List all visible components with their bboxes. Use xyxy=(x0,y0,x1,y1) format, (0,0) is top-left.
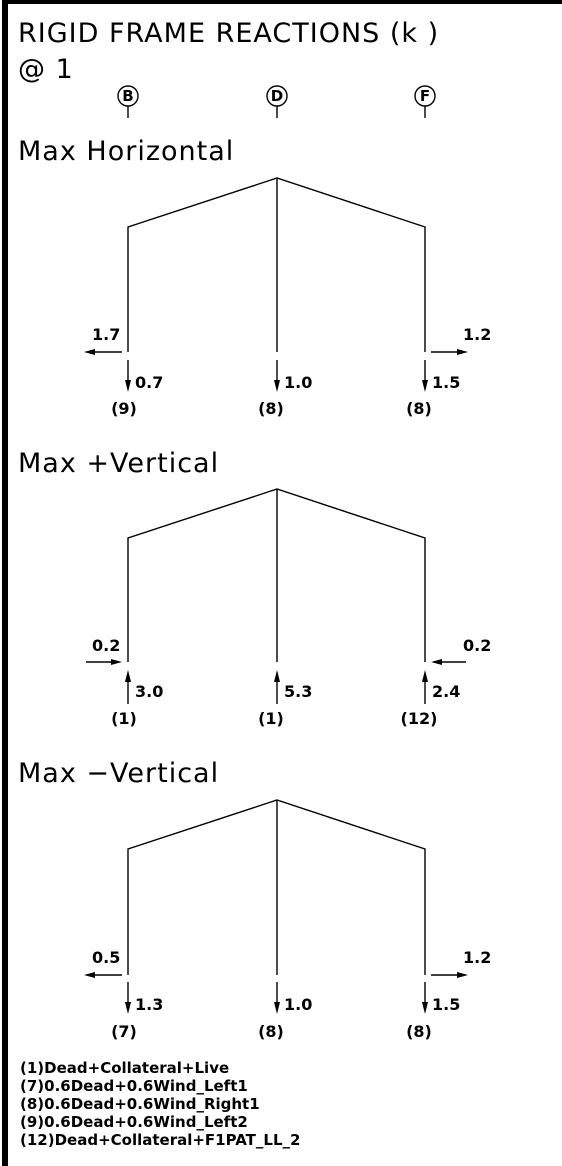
right-vertical-value: 1.5 xyxy=(432,373,460,392)
left-vertical-value: 3.0 xyxy=(135,682,163,701)
section-heading: Max +Vertical xyxy=(18,448,219,479)
right-load-combo: (12) xyxy=(401,709,438,728)
center-vertical-value: 1.0 xyxy=(284,373,312,392)
section-max-positive-vertical: Max +Vertical 0.2 3.0 (1) 5.3 (1) 0.2 2.… xyxy=(18,448,491,728)
grid-bubble-d: D xyxy=(266,85,288,118)
title-line-1: RIGID FRAME REACTIONS (k ) xyxy=(18,18,439,49)
left-horizontal-arrowhead xyxy=(111,659,122,665)
title-line-2: @ 1 xyxy=(18,54,74,85)
right-vertical-arrowhead xyxy=(422,380,428,392)
right-horizontal-value: 1.2 xyxy=(463,948,491,967)
right-vertical-value: 2.4 xyxy=(432,682,460,701)
left-horizontal-arrowhead xyxy=(84,972,95,978)
center-vertical-arrowhead xyxy=(274,1002,280,1014)
grid-label-b: B xyxy=(122,87,133,105)
left-horizontal-value: 0.2 xyxy=(92,636,120,655)
right-horizontal-arrowhead xyxy=(457,972,468,978)
section-heading: Max Horizontal xyxy=(18,136,234,167)
right-vertical-arrowhead xyxy=(422,1002,428,1014)
center-vertical-value: 5.3 xyxy=(284,682,312,701)
center-vertical-value: 1.0 xyxy=(284,995,312,1014)
left-vertical-value: 0.7 xyxy=(135,373,163,392)
left-load-combo: (7) xyxy=(111,1022,137,1041)
left-horizontal-arrowhead xyxy=(84,349,95,355)
left-load-combo: (9) xyxy=(111,399,137,418)
section-max-horizontal: Max Horizontal 1.7 0.7 (9) 1.0 (8) 1.2 1… xyxy=(18,136,491,418)
right-vertical-arrowhead xyxy=(422,670,428,682)
center-vertical-arrowhead xyxy=(274,670,280,682)
grid-bubble-f: F xyxy=(414,85,436,118)
right-load-combo: (8) xyxy=(406,399,432,418)
right-horizontal-value: 1.2 xyxy=(463,325,491,344)
section-max-negative-vertical: Max −Vertical 0.5 1.3 (7) 1.0 (8) 1.2 1.… xyxy=(18,758,491,1041)
center-load-combo: (8) xyxy=(258,1022,284,1041)
legend-item: (9)0.6Dead+0.6Wind_Left2 xyxy=(20,1113,248,1131)
right-horizontal-value: 0.2 xyxy=(463,636,491,655)
left-horizontal-value: 0.5 xyxy=(92,948,120,967)
grid-label-f: F xyxy=(420,87,430,105)
left-vertical-arrowhead xyxy=(125,1002,131,1014)
right-load-combo: (8) xyxy=(406,1022,432,1041)
legend-item: (8)0.6Dead+0.6Wind_Right1 xyxy=(20,1095,260,1113)
left-vertical-arrowhead xyxy=(125,380,131,392)
left-horizontal-value: 1.7 xyxy=(92,325,120,344)
right-vertical-value: 1.5 xyxy=(432,995,460,1014)
legend-item: (12)Dead+Collateral+F1PAT_LL_2 xyxy=(20,1131,300,1149)
section-heading: Max −Vertical xyxy=(18,758,219,789)
load-combination-legend: (1)Dead+Collateral+Live (7)0.6Dead+0.6Wi… xyxy=(20,1059,300,1149)
right-horizontal-arrowhead xyxy=(431,659,442,665)
legend-item: (1)Dead+Collateral+Live xyxy=(20,1059,229,1077)
grid-label-d: D xyxy=(271,87,283,105)
legend-item: (7)0.6Dead+0.6Wind_Left1 xyxy=(20,1077,248,1095)
center-vertical-arrowhead xyxy=(274,380,280,392)
left-vertical-arrowhead xyxy=(125,670,131,682)
grid-bubble-b: B xyxy=(117,85,139,118)
center-load-combo: (8) xyxy=(258,399,284,418)
center-load-combo: (1) xyxy=(258,709,284,728)
right-horizontal-arrowhead xyxy=(457,349,468,355)
left-load-combo: (1) xyxy=(111,709,137,728)
left-vertical-value: 1.3 xyxy=(135,995,163,1014)
